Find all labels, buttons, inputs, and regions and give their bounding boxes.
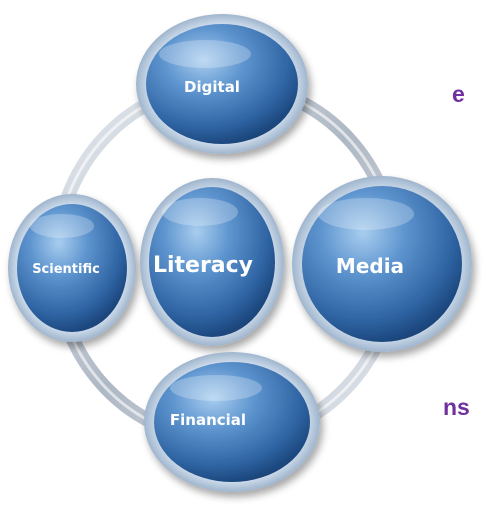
node-media-label: Media [336, 254, 404, 278]
node-digital: Digital [136, 14, 308, 154]
slide-text-fragment-bottom: ns [443, 396, 470, 419]
slide-text-fragment-top: e [452, 83, 465, 106]
node-media: Media [292, 176, 472, 352]
node-financial: Financial [144, 352, 320, 492]
node-literacy-center: Literacy [140, 178, 284, 346]
node-financial-label: Financial [170, 411, 246, 429]
node-scientific-label: Scientific [32, 262, 100, 277]
slide-text-bottom: ns [443, 394, 470, 420]
node-digital-label: Digital [184, 78, 240, 96]
node-scientific: Scientific [8, 194, 136, 342]
center-label: Literacy [153, 253, 253, 278]
slide-text-top: e [452, 81, 465, 107]
